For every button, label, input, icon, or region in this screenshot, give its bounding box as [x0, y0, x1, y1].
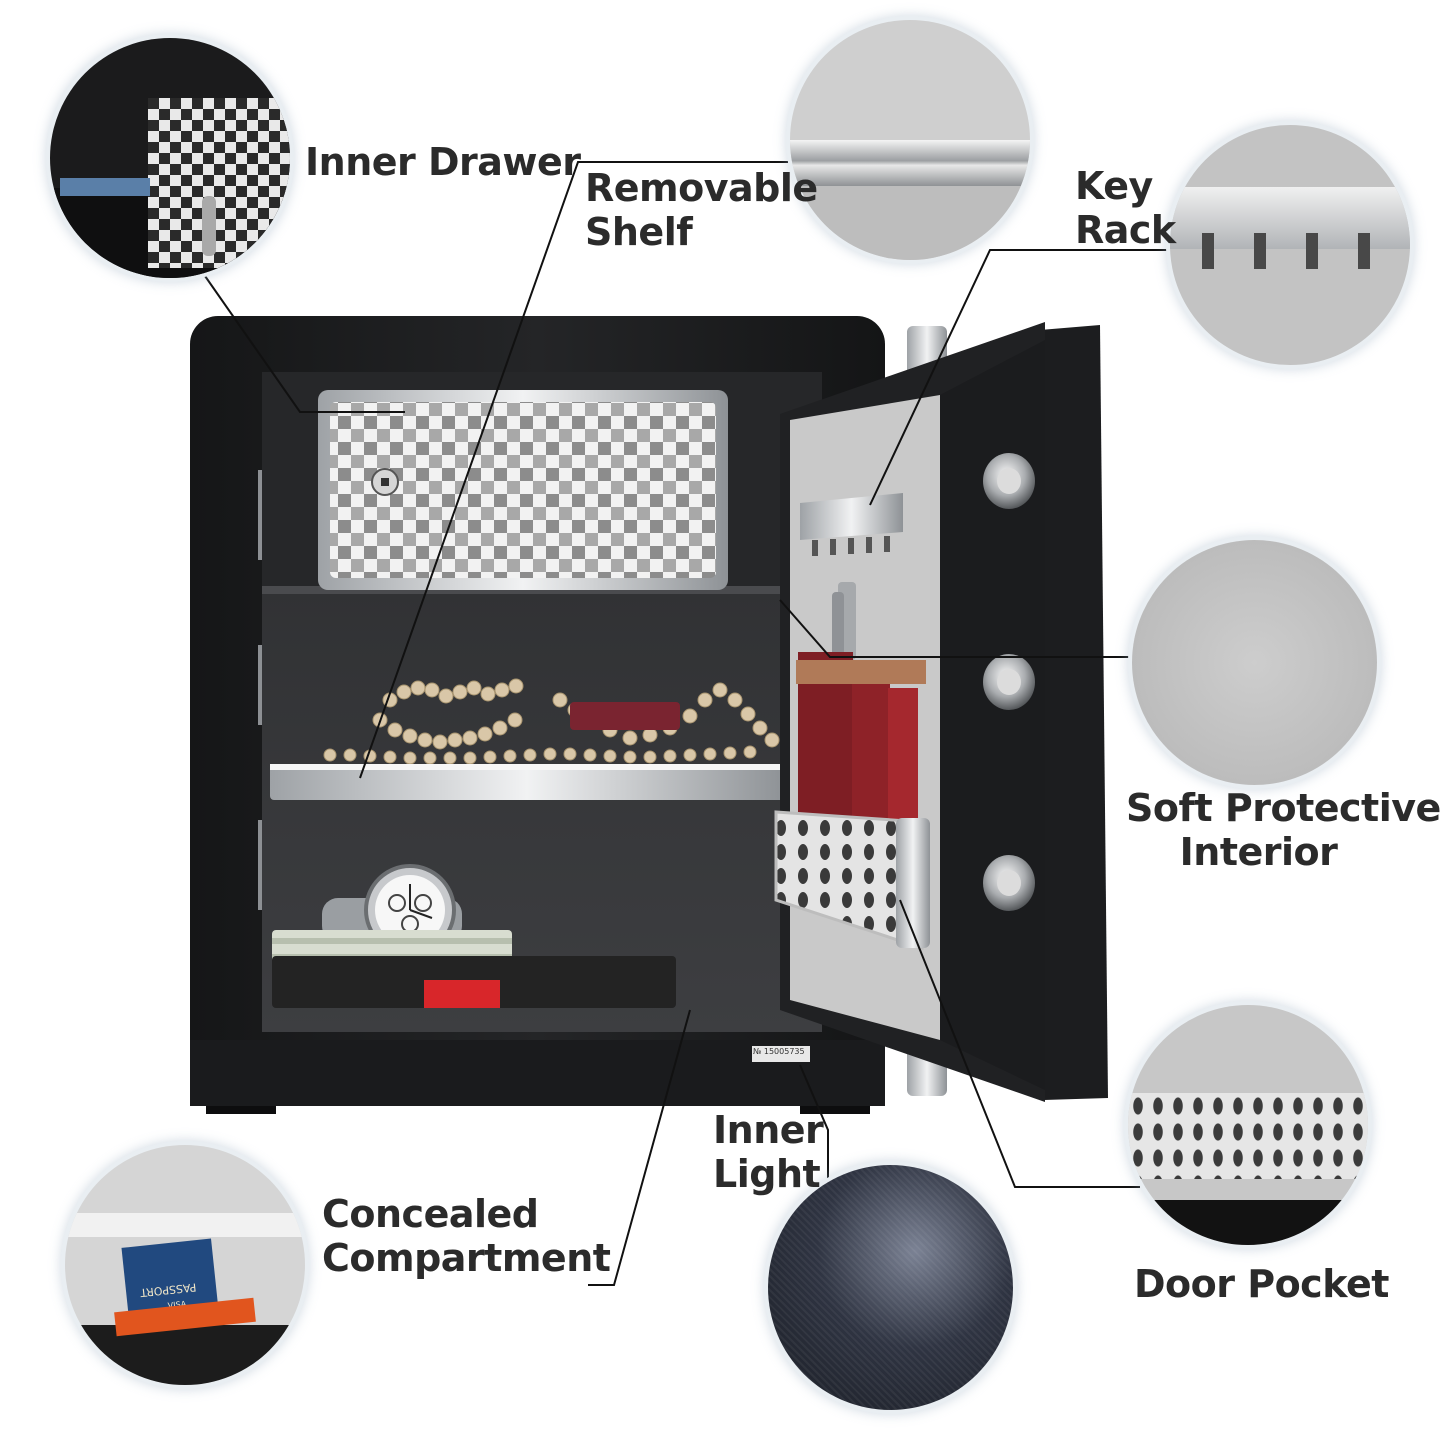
label-inner-light: Inner Light — [713, 1108, 824, 1196]
door-pocket — [774, 810, 930, 951]
label-soft-protective-interior: Soft Protective Interior — [1126, 786, 1441, 874]
removable-shelf — [270, 764, 784, 800]
fabric-texture — [768, 1165, 1013, 1410]
key-hooks — [1180, 233, 1410, 269]
pocket-base — [1128, 1200, 1368, 1245]
inner-light-detail-circle — [768, 1165, 1013, 1410]
inner-drawer — [318, 390, 728, 590]
pocket-perforation — [1128, 1093, 1368, 1179]
label-key-rack: Key Rack — [1075, 164, 1176, 252]
jewelry-box — [570, 702, 680, 730]
cash-and-notebook — [272, 930, 676, 1008]
label-concealed-compartment: Concealed Compartment — [322, 1192, 611, 1280]
passport-label: PASSPORT — [139, 1280, 197, 1300]
key-rack-detail-circle — [1170, 125, 1410, 365]
door-pocket-passports — [796, 652, 926, 842]
drawer-front-checker — [148, 98, 290, 268]
label-removable-shelf: Removable Shelf — [585, 166, 818, 254]
soft-interior-detail-circle — [1132, 540, 1377, 785]
shelf-detail-circle — [790, 20, 1030, 260]
compartment-floor — [65, 1325, 305, 1385]
door-bolts — [983, 453, 1035, 911]
serial-plate: № 15005735 — [753, 1047, 805, 1056]
concealed-compartment-detail-circle: PASSPORT VISA — [65, 1145, 305, 1385]
shelf-below — [790, 186, 1030, 260]
inner-drawer-detail-circle — [50, 38, 290, 278]
door-pocket-detail-circle — [1128, 1005, 1368, 1245]
compartment-lid — [65, 1213, 305, 1237]
label-inner-drawer: Inner Drawer — [305, 140, 581, 184]
label-door-pocket: Door Pocket — [1134, 1262, 1389, 1306]
shelf-rail — [790, 140, 1030, 186]
pearl-necklaces — [323, 678, 780, 765]
drawer-documents — [60, 178, 150, 196]
drawer-key-icon — [202, 196, 216, 256]
